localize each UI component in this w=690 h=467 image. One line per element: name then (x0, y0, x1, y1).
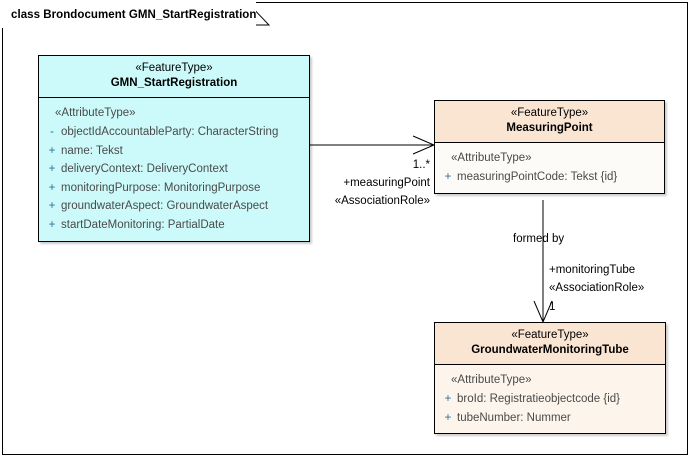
attribute-row: + name: Tekst (43, 142, 305, 161)
attribute-row: + groundwaterAspect: GroundwaterAspect (43, 197, 305, 216)
diagram-title-text: class Brondocument GMN_StartRegistration (11, 8, 257, 21)
attribute-stereotype: «AttributeType» (451, 374, 532, 387)
association-role-measuringpoint: +measuringPoint (343, 177, 430, 189)
attribute-row: + startDateMonitoring: PartialDate (43, 216, 305, 235)
attribute-text: objectIdAccountableParty: CharacterStrin… (61, 125, 279, 138)
attribute-visibility: + (48, 219, 56, 232)
attribute-row: + tubeNumber: Nummer (439, 409, 661, 428)
association-role-monitoringtube: +monitoringTube (549, 264, 636, 276)
class-stereotype: «FeatureType» (511, 329, 589, 341)
attribute-row: + deliveryContext: DeliveryContext (43, 160, 305, 179)
attribute-visibility: + (48, 144, 56, 157)
class-name: GroundwaterMonitoringTube (471, 344, 629, 357)
class-name: MeasuringPoint (506, 122, 593, 135)
attribute-text: name: Tekst (61, 144, 123, 157)
attribute-text: measuringPointCode: Tekst {id} (457, 170, 618, 183)
class-attributes-groundwater-monitoring-tube: «AttributeType» + broId: Registratieobje… (435, 365, 665, 434)
class-attributes-measuring-point: «AttributeType» + measuringPointCode: Te… (435, 143, 664, 193)
class-header-measuring-point: «FeatureType» MeasuringPoint (435, 101, 664, 144)
attribute-row: + monitoringPurpose: MonitoringPurpose (43, 179, 305, 198)
attribute-visibility: + (48, 163, 56, 176)
attribute-row: + measuringPointCode: Tekst {id} (439, 168, 660, 187)
association-multiplicity-source: 1..* (412, 159, 430, 171)
attribute-row: - objectIdAccountableParty: CharacterStr… (43, 123, 305, 142)
class-header-groundwater-monitoring-tube: «FeatureType» GroundwaterMonitoringTube (435, 323, 665, 366)
class-box-gmn-start-registration[interactable]: «FeatureType» GMN_StartRegistration «Att… (38, 55, 310, 242)
class-name: GMN_StartRegistration (110, 77, 238, 90)
class-stereotype: «FeatureType» (510, 107, 589, 119)
class-stereotype: «FeatureType» (135, 62, 213, 74)
attribute-text: tubeNumber: Nummer (457, 411, 571, 424)
class-box-measuring-point[interactable]: «FeatureType» MeasuringPoint «AttributeT… (434, 100, 665, 194)
association-stereotype-measuringpoint: «AssociationRole» (334, 195, 430, 207)
attribute-text: deliveryContext: DeliveryContext (61, 163, 228, 176)
attribute-visibility: + (48, 181, 56, 194)
class-box-groundwater-monitoring-tube[interactable]: «FeatureType» GroundwaterMonitoringTube … (434, 322, 666, 435)
attribute-visibility: + (444, 411, 452, 424)
attribute-text: startDateMonitoring: PartialDate (61, 219, 225, 232)
diagram-title-tab: class Brondocument GMN_StartRegistration (2, 2, 257, 27)
class-attributes-gmn-start-registration: «AttributeType» - objectIdAccountablePar… (39, 98, 309, 241)
attribute-text: monitoringPurpose: MonitoringPurpose (61, 181, 261, 194)
association-multiplicity-target: 1 (549, 301, 556, 313)
attribute-visibility: + (444, 170, 452, 183)
attribute-text: groundwaterAspect: GroundwaterAspect (61, 200, 269, 213)
class-header-gmn-start-registration: «FeatureType» GMN_StartRegistration (39, 56, 309, 99)
attribute-visibility: - (50, 125, 54, 138)
attribute-visibility: + (444, 392, 452, 405)
association-stereotype-monitoringtube: «AssociationRole» (549, 282, 645, 294)
attribute-text: broId: Registratieobjectcode {id} (457, 392, 621, 405)
attribute-stereotype: «AttributeType» (55, 107, 136, 120)
association-name-formed-by: formed by (513, 233, 565, 245)
attribute-row: + broId: Registratieobjectcode {id} (439, 390, 661, 409)
attribute-visibility: + (48, 200, 56, 213)
attribute-stereotype: «AttributeType» (451, 152, 532, 165)
